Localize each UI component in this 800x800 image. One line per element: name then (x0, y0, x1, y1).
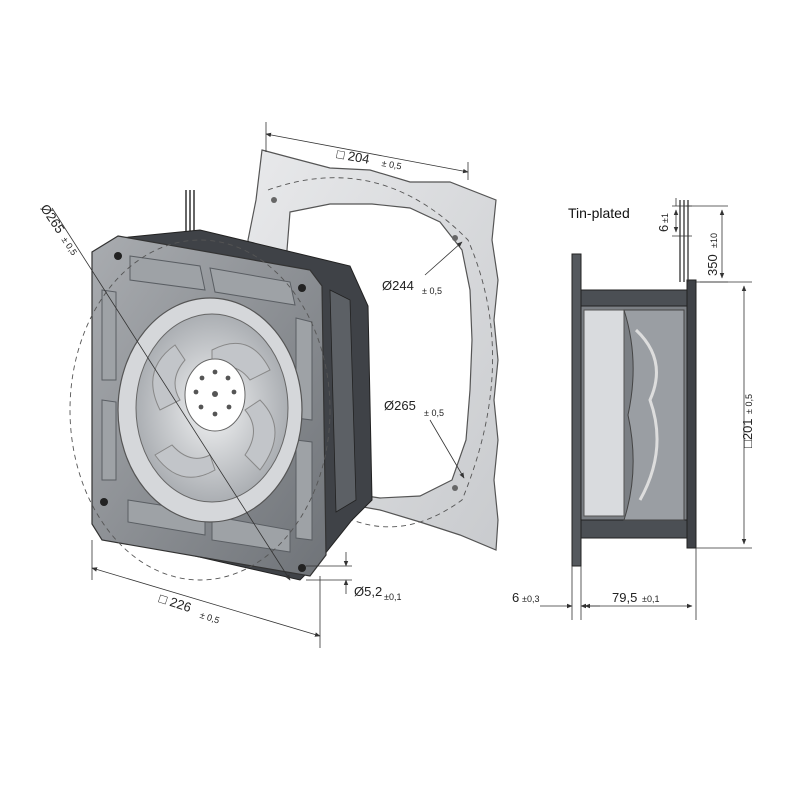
svg-text:350: 350 (705, 254, 720, 276)
mount-hole (114, 252, 122, 260)
side-flange-left (571, 253, 582, 567)
dimension-labels: Tin-plated □ 204 ± 0,5 Ø265 ± 0,5 Ø244 ±… (38, 146, 755, 625)
svg-text:± 0,5: ± 0,5 (60, 235, 79, 257)
svg-text:□ 226: □ 226 (157, 591, 193, 616)
dim-lead-length: 350 ±10 (705, 233, 720, 276)
svg-text:±10: ±10 (709, 233, 719, 248)
impeller-blades (152, 342, 276, 478)
svg-text:Ø244: Ø244 (382, 278, 414, 293)
dim-outer-diameter: Ø265 ± 0,5 (38, 201, 80, 257)
hub-holes (193, 369, 237, 417)
mount-hole (100, 498, 108, 506)
lead-wires (185, 190, 195, 238)
dim-flange-thickness: 6 ±0,3 (512, 590, 539, 605)
side-bottom-bar (580, 519, 688, 539)
svg-text:□ 204: □ 204 (335, 146, 370, 167)
dim-depth: 79,5 ±0,1 (612, 590, 659, 605)
svg-text:±0,1: ±0,1 (384, 592, 401, 602)
side-leads (679, 200, 689, 282)
dim-lead-strip: 6 ±1 (656, 213, 671, 232)
svg-text:Ø265: Ø265 (38, 201, 68, 236)
side-top-bar (580, 289, 688, 307)
dimension-lines (51, 122, 752, 648)
mount-hole (298, 284, 306, 292)
fan-isometric (69, 190, 373, 581)
svg-text:Ø265: Ø265 (384, 398, 416, 413)
gasket-hole (452, 235, 458, 241)
mount-hole (298, 564, 306, 572)
svg-text:79,5: 79,5 (612, 590, 637, 605)
svg-text:±0,3: ±0,3 (522, 594, 539, 604)
dim-side-height: □201 ± 0,5 (740, 394, 755, 448)
svg-text:± 0,5: ± 0,5 (744, 394, 754, 414)
svg-text:□201: □201 (740, 418, 755, 448)
svg-text:± 0,5: ± 0,5 (381, 158, 402, 171)
housing-ribs (101, 255, 313, 553)
dim-frame-width: □ 204 ± 0,5 (335, 146, 402, 171)
housing-side-ribs (329, 289, 357, 513)
side-flange-right (686, 279, 697, 549)
svg-text:± 0,5: ± 0,5 (422, 286, 442, 296)
svg-text:6: 6 (656, 225, 671, 232)
gasket-hole (271, 197, 277, 203)
svg-text:± 0,5: ± 0,5 (199, 610, 221, 626)
label-tin-plated: Tin-plated (568, 205, 630, 221)
side-inlet-ring (583, 309, 625, 517)
svg-text:Ø5,2: Ø5,2 (354, 584, 382, 599)
gasket-hole (452, 485, 458, 491)
svg-text:±0,1: ±0,1 (642, 594, 659, 604)
svg-text:6: 6 (512, 590, 519, 605)
svg-text:± 0,5: ± 0,5 (424, 408, 444, 418)
svg-text:±1: ±1 (660, 213, 670, 223)
side-blade-highlight (634, 328, 659, 501)
fan-side-view (571, 200, 697, 567)
dim-mount-hole: Ø5,2 ±0,1 (354, 584, 401, 602)
dim-housing-square: □ 226 ± 0,5 (157, 591, 221, 626)
dim-hole-circle: Ø265 ± 0,5 (384, 398, 444, 418)
dim-inner-diameter: Ø244 ± 0,5 (382, 278, 442, 296)
